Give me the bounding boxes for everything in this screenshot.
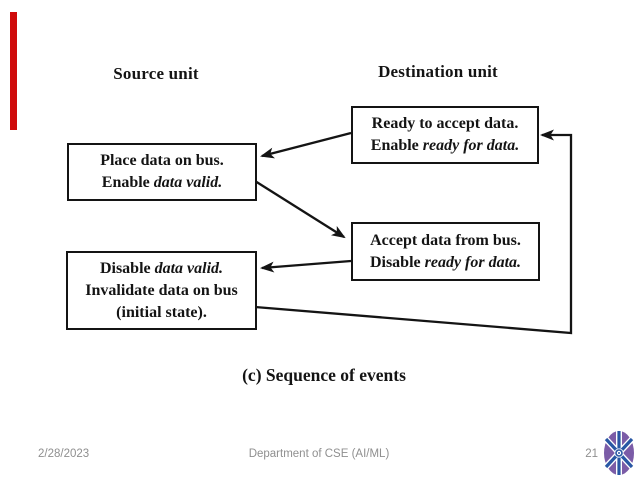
- box-line: Disable ready for data.: [370, 252, 521, 274]
- destination-unit-heading: Destination unit: [378, 62, 498, 81]
- footer-date: 2/28/2023: [38, 448, 90, 460]
- box-line-roman: Disable: [369, 253, 425, 271]
- box-line-roman: Enable: [370, 137, 423, 154]
- arrow-accept-to-disable: [260, 259, 352, 273]
- box-line-italic: ready for data.: [422, 137, 520, 154]
- state-box-ready-accept: Ready to accept data. Enable ready for d…: [351, 106, 539, 164]
- arrow-ready-to-place: [260, 131, 352, 159]
- box-line-italic: ready for data.: [424, 253, 522, 271]
- state-box-accept-data: Accept data from bus. Disable ready for …: [351, 222, 540, 281]
- box-line-roman: Enable: [101, 174, 154, 191]
- footer-page-number: 21: [585, 448, 598, 460]
- box-line: Disable data valid.: [100, 258, 223, 280]
- slide-accent-bar: [10, 12, 17, 130]
- box-line-italic: data valid.: [153, 174, 223, 191]
- box-line: Invalidate data on bus: [85, 281, 238, 299]
- source-unit-heading: Source unit: [113, 64, 199, 83]
- box-line: Accept data from bus.: [370, 231, 521, 249]
- arrow-disable-to-ready-loop: [254, 129, 573, 335]
- box-line: Enable data valid.: [102, 172, 222, 194]
- box-line: (initial state).: [116, 303, 207, 321]
- state-box-disable-data: Disable data valid. Invalidate data on b…: [66, 251, 257, 330]
- institution-logo: [603, 430, 635, 476]
- box-line: Place data on bus.: [100, 152, 224, 169]
- arrow-place-to-accept: [254, 180, 346, 239]
- box-line: Ready to accept data.: [371, 115, 519, 132]
- box-line-roman: Disable: [99, 259, 155, 277]
- state-box-place-data: Place data on bus. Enable data valid.: [67, 143, 257, 201]
- figure-caption: (c) Sequence of events: [242, 365, 406, 385]
- box-line-italic: data valid.: [154, 259, 224, 277]
- box-line: Enable ready for data.: [371, 135, 519, 157]
- footer-department: Department of CSE (AI/ML): [248, 448, 390, 460]
